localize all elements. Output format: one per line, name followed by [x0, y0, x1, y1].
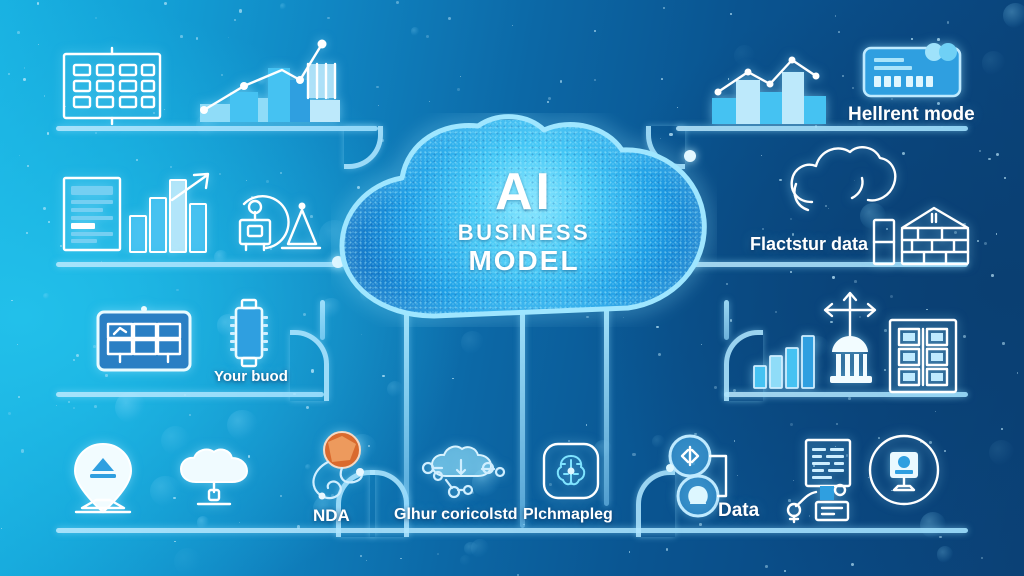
- cloud-title-line1: AI: [495, 163, 553, 221]
- cloud-title-line3: MODEL: [468, 245, 580, 276]
- ascending-bars-icon[interactable]: [752, 332, 818, 390]
- rail-elbow-bottom-right: [636, 470, 675, 537]
- rail-v-lower-left: [320, 300, 325, 340]
- robot-gauge-icon[interactable]: [218, 182, 322, 254]
- rail-elbow-lower-right: [724, 330, 763, 401]
- rail-top-left: [56, 126, 378, 131]
- bar-chart-line-icon[interactable]: [708, 50, 840, 126]
- code-document-icon[interactable]: [786, 438, 874, 524]
- rail-lower-left: [56, 392, 324, 397]
- warehouse-icon[interactable]: [872, 204, 972, 266]
- label-flactstur-data: Flactstur data: [750, 234, 869, 254]
- cloud-stem-mid: [520, 306, 525, 528]
- rail-elbow-bottom-left: [336, 470, 375, 537]
- device-circle-icon[interactable]: [866, 432, 942, 508]
- network-sphere-icon[interactable]: [298, 430, 378, 508]
- rail-mid-right: [690, 262, 968, 267]
- rail-elbow-lower-left: [290, 330, 329, 401]
- panel-grid-icon[interactable]: [888, 318, 958, 394]
- rail-v-lower-right: [724, 300, 729, 340]
- bar-chart-trend-icon[interactable]: [196, 38, 344, 124]
- cloud-title-block: AI BUSINESS MODEL: [338, 166, 710, 276]
- node-pair-icon[interactable]: [664, 434, 760, 520]
- grid-table-icon[interactable]: [62, 46, 162, 126]
- rail-bottom: [56, 528, 968, 533]
- label-glhur: Glhur coricolstd: [394, 506, 518, 523]
- report-document-icon[interactable]: [62, 176, 122, 252]
- central-cloud[interactable]: AI BUSINESS MODEL: [338, 114, 710, 320]
- cloud-title-line2: BUSINESS: [457, 220, 591, 245]
- label-hellrent-mode: Hellrent mode: [848, 104, 975, 125]
- rail-top-right: [676, 126, 968, 131]
- device-module-icon[interactable]: [222, 296, 276, 374]
- brain-chip-icon[interactable]: [540, 440, 602, 502]
- data-card-icon[interactable]: [862, 38, 966, 100]
- rail-mid-left: [56, 262, 356, 267]
- growth-bars-arrow-icon[interactable]: [128, 172, 220, 254]
- cloud-stem-right: [604, 306, 609, 506]
- cloud-stand-icon[interactable]: [178, 448, 250, 510]
- institution-arrows-icon[interactable]: [818, 288, 882, 388]
- dashboard-screen-icon[interactable]: [96, 306, 192, 378]
- cloud-network-icon[interactable]: [416, 442, 512, 506]
- cloud-outline-icon[interactable]: [786, 140, 898, 222]
- label-your-buod: Your buod: [214, 368, 288, 385]
- label-data: Data: [718, 500, 760, 521]
- cloud-stem-left: [404, 306, 409, 516]
- label-nda: NDA: [313, 506, 350, 525]
- label-plchmapleg: Plchmapleg: [523, 506, 613, 523]
- rail-lower-right: [724, 392, 968, 397]
- location-pin-icon[interactable]: [66, 438, 140, 518]
